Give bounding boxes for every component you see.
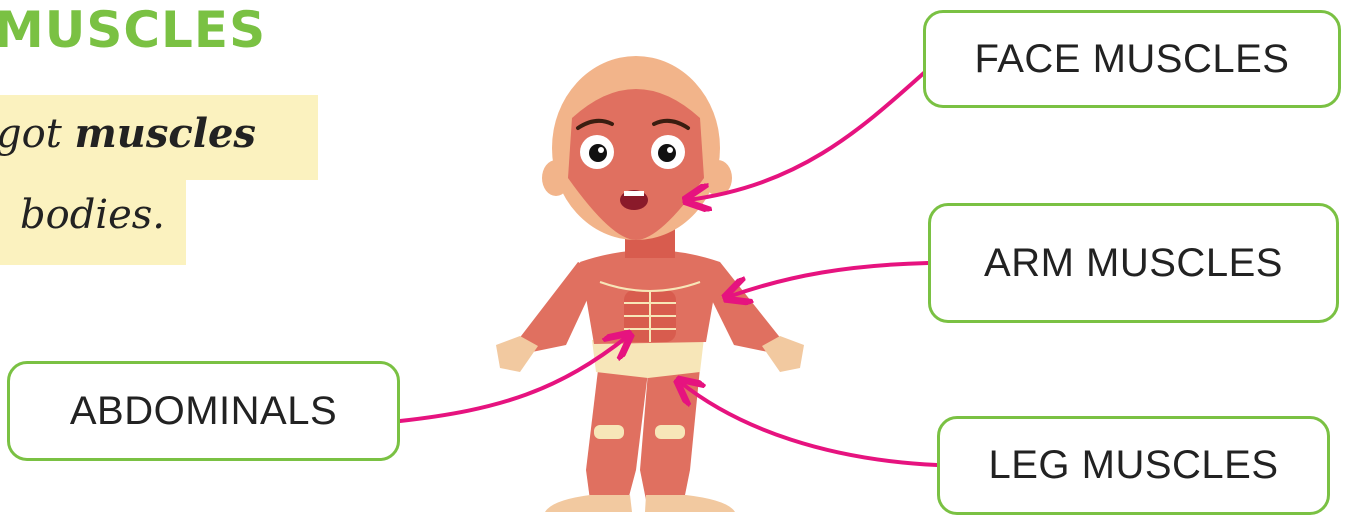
left-knee — [594, 425, 624, 439]
label-leg-muscles: LEG MUSCLES — [937, 416, 1330, 515]
arrow-leg-muscles — [680, 382, 937, 465]
label-abdominals: ABDOMINALS — [7, 361, 400, 461]
right-foot — [645, 495, 735, 512]
label-arm-muscles: ARM MUSCLES — [928, 203, 1339, 323]
pelvis — [592, 338, 704, 378]
arrow-arm-muscles — [728, 263, 928, 297]
left-pupil — [589, 144, 607, 162]
right-eye-glint — [667, 147, 673, 153]
label-face-muscles: FACE MUSCLES — [923, 10, 1341, 108]
muscle-body-figure — [496, 56, 804, 512]
right-knee — [655, 425, 685, 439]
teeth — [624, 191, 644, 196]
left-eye-glint — [598, 147, 604, 153]
right-pupil — [658, 144, 676, 162]
left-foot — [545, 495, 632, 512]
